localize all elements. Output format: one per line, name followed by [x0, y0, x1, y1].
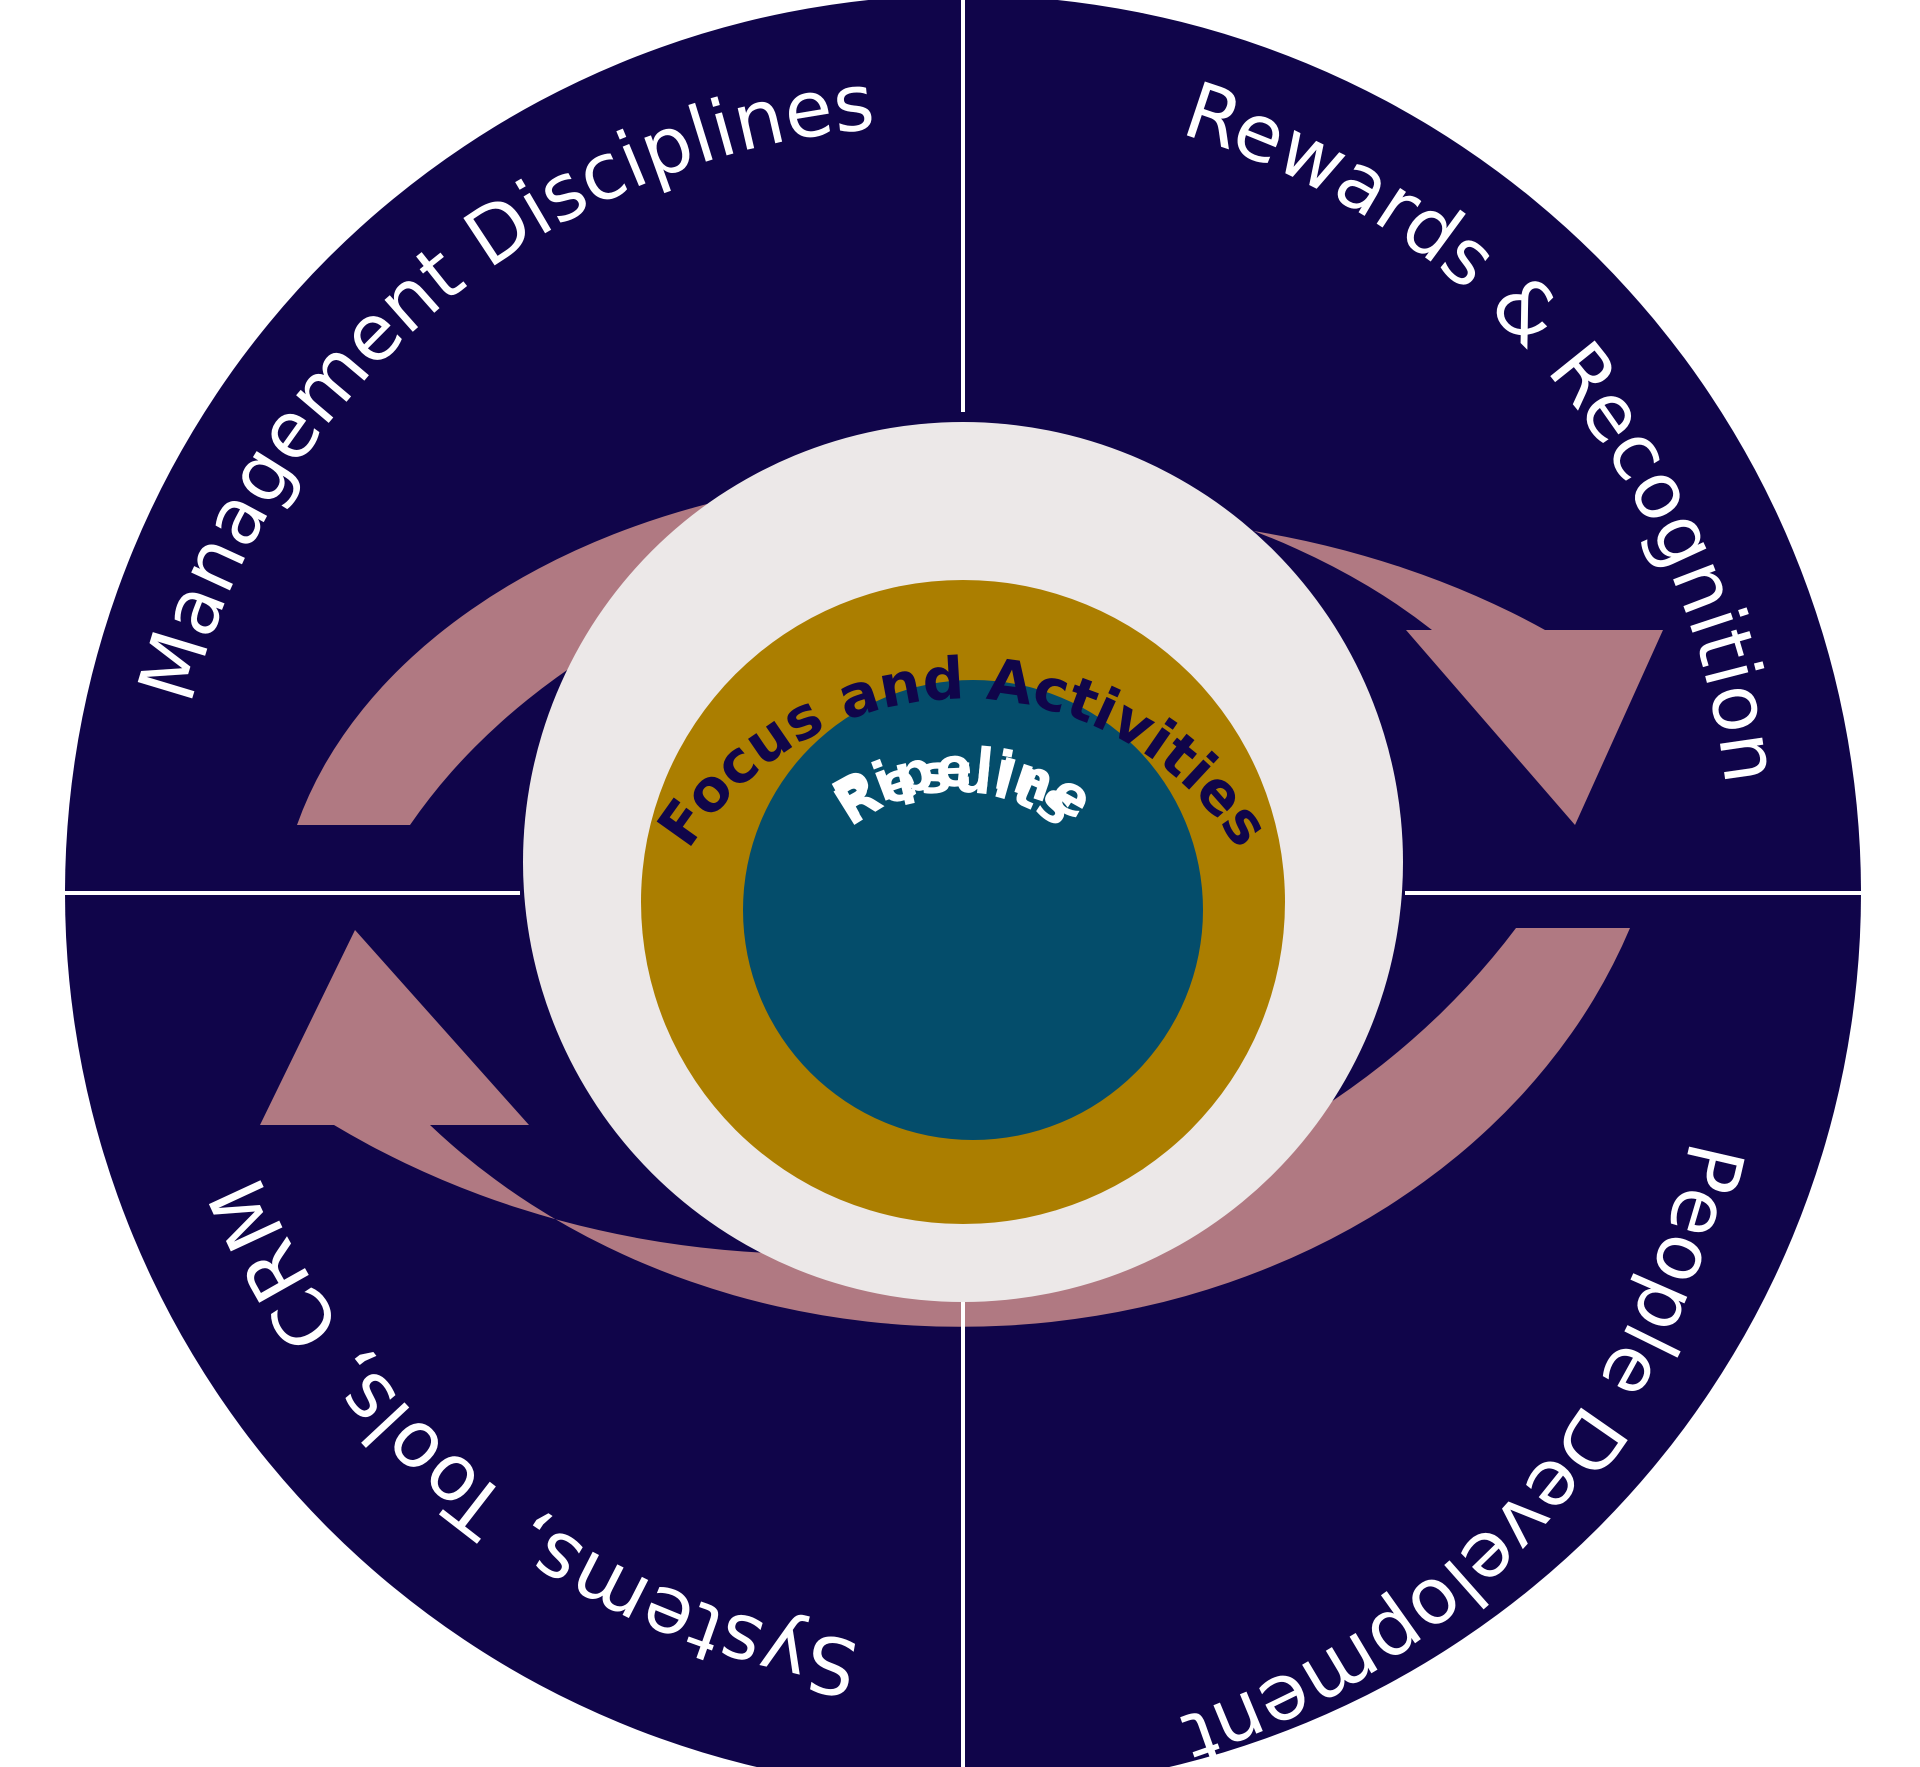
cycle-arrows: [260, 474, 1663, 1327]
arrow-bottom: [260, 928, 1630, 1327]
arrow-top: [297, 474, 1663, 825]
quadrant-dividers: [60, 0, 1866, 1767]
ring-results-core: [743, 680, 1203, 1140]
